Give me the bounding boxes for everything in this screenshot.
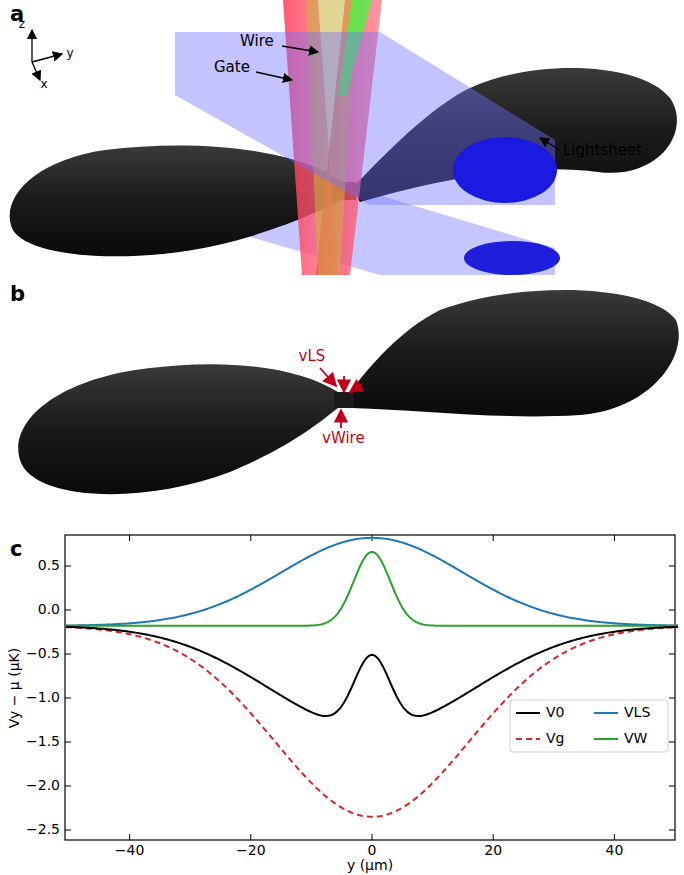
- axis-title: y (μm): [347, 857, 393, 873]
- tick-mark: [669, 698, 675, 699]
- tick-mark: [669, 786, 675, 787]
- width-label: vWire: [322, 430, 365, 447]
- tick-label: −1.0: [26, 689, 60, 705]
- panel-letter: c: [10, 537, 22, 561]
- legend-text: V0: [546, 704, 564, 720]
- axis-title: Vy − μ (μK): [6, 648, 22, 729]
- tick-label: −40: [115, 842, 145, 858]
- tick-label: −20: [236, 842, 266, 858]
- tick-mark: [669, 654, 675, 655]
- tick-mark: [250, 535, 251, 541]
- sheet-label: Lightsheet: [563, 142, 642, 159]
- legend-text: VW: [624, 730, 647, 746]
- tick-mark: [614, 535, 615, 541]
- tick-mark: [65, 742, 71, 743]
- potential-curve: [66, 538, 678, 626]
- axis-letter: y: [66, 47, 73, 61]
- tick-mark: [65, 786, 71, 787]
- tick-mark: [250, 834, 251, 840]
- line-plot: [65, 535, 678, 840]
- tick-mark: [129, 834, 130, 840]
- tick-mark: [669, 830, 675, 831]
- legend-text: Vg: [546, 730, 564, 746]
- tick-label: 0.0: [38, 601, 60, 617]
- legend-text: VLS: [624, 704, 650, 720]
- legend-sample: [516, 738, 540, 740]
- tick-mark: [614, 834, 615, 840]
- tick-mark: [65, 830, 71, 831]
- tick-mark: [129, 535, 130, 541]
- tick-label: 0: [368, 842, 377, 858]
- tick-label: −0.5: [26, 645, 60, 661]
- panel-a-illustration: [10, 0, 677, 275]
- width-label: vLS: [299, 348, 326, 365]
- tick-mark: [669, 742, 675, 743]
- tick-mark: [65, 698, 71, 699]
- tick-label: 40: [605, 842, 623, 858]
- tick-mark: [669, 566, 675, 567]
- panel-letter: b: [10, 282, 25, 306]
- tick-mark: [493, 535, 494, 541]
- beam-label: Wire: [240, 33, 274, 50]
- beam-label: Gate: [214, 59, 250, 76]
- tick-mark: [669, 610, 675, 611]
- tick-mark: [65, 610, 71, 611]
- tick-label: −1.5: [26, 733, 60, 749]
- legend-sample: [594, 712, 618, 714]
- tick-mark: [65, 654, 71, 655]
- tick-label: −2.0: [26, 777, 60, 793]
- tick-mark: [493, 834, 494, 840]
- tick-label: 20: [484, 842, 502, 858]
- legend-sample: [516, 712, 540, 714]
- tick-mark: [372, 834, 373, 840]
- panel-b-illustration: [18, 290, 678, 494]
- tick-label: 0.5: [38, 557, 60, 573]
- potential-curve: [66, 627, 678, 817]
- axis-letter: x: [40, 78, 47, 92]
- potential-curve: [66, 552, 678, 626]
- tick-mark: [65, 566, 71, 567]
- legend-sample: [594, 738, 618, 740]
- tick-label: −2.5: [26, 821, 60, 837]
- axis-letter: z: [19, 18, 25, 32]
